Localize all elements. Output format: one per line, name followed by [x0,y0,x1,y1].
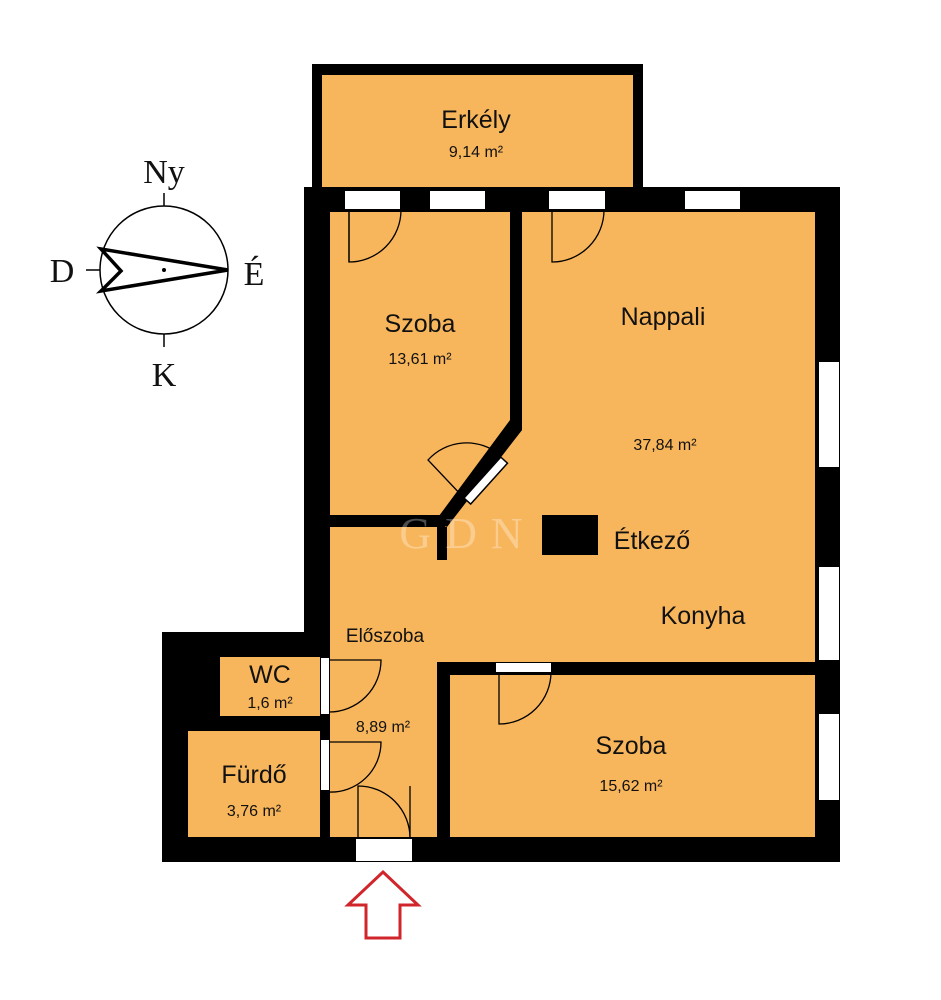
room-label: Konyha [661,602,746,630]
room-area: 9,14 m² [449,144,504,161]
diagonal-wall [436,420,522,527]
windows [321,191,839,800]
watermark: GDN [399,509,536,558]
room-eloszoba [330,527,437,837]
room-label: WC [249,661,291,689]
compass-north: É [244,256,265,293]
compass-needle-icon [95,246,229,294]
room-label: Szoba [385,310,456,338]
room-area: 37,84 m² [633,437,697,454]
compass-west: Ny [143,154,185,191]
door-swings [328,209,605,839]
room-area: 13,61 m² [388,351,452,368]
room-label: Étkező [614,526,690,555]
room-area: 8,89 m² [356,719,411,736]
entrance-arrow-icon [344,869,422,940]
room-nappali [437,212,815,662]
entrance-door[interactable] [356,839,412,861]
room-label: Fürdő [221,761,286,789]
compass [86,193,229,347]
balcony-floor [322,75,633,188]
room-label: Erkély [441,106,511,134]
room-szoba-2 [450,675,815,837]
room-wc [220,657,320,716]
diagonal-door-opening [462,456,509,506]
room-label: Nappali [621,303,706,331]
room-area: 3,76 m² [227,803,282,820]
room-area: 1,6 m² [247,695,293,712]
compass-south: D [50,253,75,290]
room-label: Szoba [596,732,667,760]
room-area: 15,62 m² [599,778,663,795]
room-furdo [188,731,320,837]
column [542,515,598,555]
room-eloszoba-2 [437,560,439,662]
compass-east: K [152,357,177,394]
room-label: Előszoba [346,626,425,647]
